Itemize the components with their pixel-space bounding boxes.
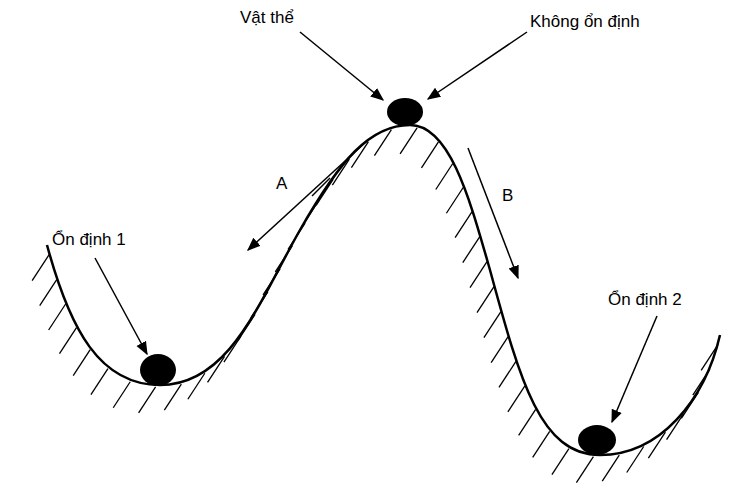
leader-line: [95, 258, 147, 354]
hatch-mark: [576, 457, 593, 483]
hatch-mark: [446, 187, 463, 213]
hatch-mark: [552, 449, 569, 475]
label: Vật thể: [240, 8, 294, 28]
hatch-mark: [208, 356, 225, 382]
hatch-mark: [164, 384, 181, 410]
motion-arrow: [468, 148, 518, 278]
ground-curve: [47, 125, 720, 455]
hatch-mark: [400, 128, 417, 154]
hatch-mark: [602, 455, 619, 481]
hatch-mark: [421, 142, 438, 168]
label: Ổn định 1: [52, 230, 126, 250]
label: B: [502, 186, 513, 206]
hatch-mark: [455, 212, 472, 238]
ball: [578, 425, 616, 455]
hatch-mark: [49, 304, 66, 330]
hatch-mark: [470, 262, 487, 288]
motion-arrow: [248, 140, 368, 250]
leader-line: [612, 316, 657, 422]
hatch-mark: [40, 280, 57, 306]
hatch-mark: [519, 409, 536, 435]
hatch-mark: [113, 382, 130, 408]
hatch-mark: [491, 337, 508, 363]
motion-arrow: [312, 178, 330, 196]
hatch-mark: [32, 255, 49, 281]
label: Không ổn định: [530, 12, 640, 32]
hatch-mark: [484, 312, 501, 338]
ball: [140, 354, 176, 386]
label: Ổn định 2: [608, 290, 682, 310]
ground-hatching: [32, 128, 718, 483]
hatch-mark: [73, 350, 90, 376]
hatch-mark: [499, 361, 516, 387]
hatch-mark: [139, 387, 156, 413]
leader-line: [300, 32, 383, 100]
hatch-mark: [91, 369, 108, 395]
hatch-mark: [533, 431, 550, 457]
ball: [387, 98, 423, 126]
leader-line: [428, 32, 527, 99]
hatch-mark: [477, 287, 494, 313]
hatch-mark: [332, 159, 349, 185]
hatch-mark: [436, 164, 453, 190]
hatch-mark: [463, 237, 480, 263]
hatch-mark: [508, 386, 525, 412]
label: A: [276, 174, 287, 194]
hatch-mark: [59, 328, 76, 354]
